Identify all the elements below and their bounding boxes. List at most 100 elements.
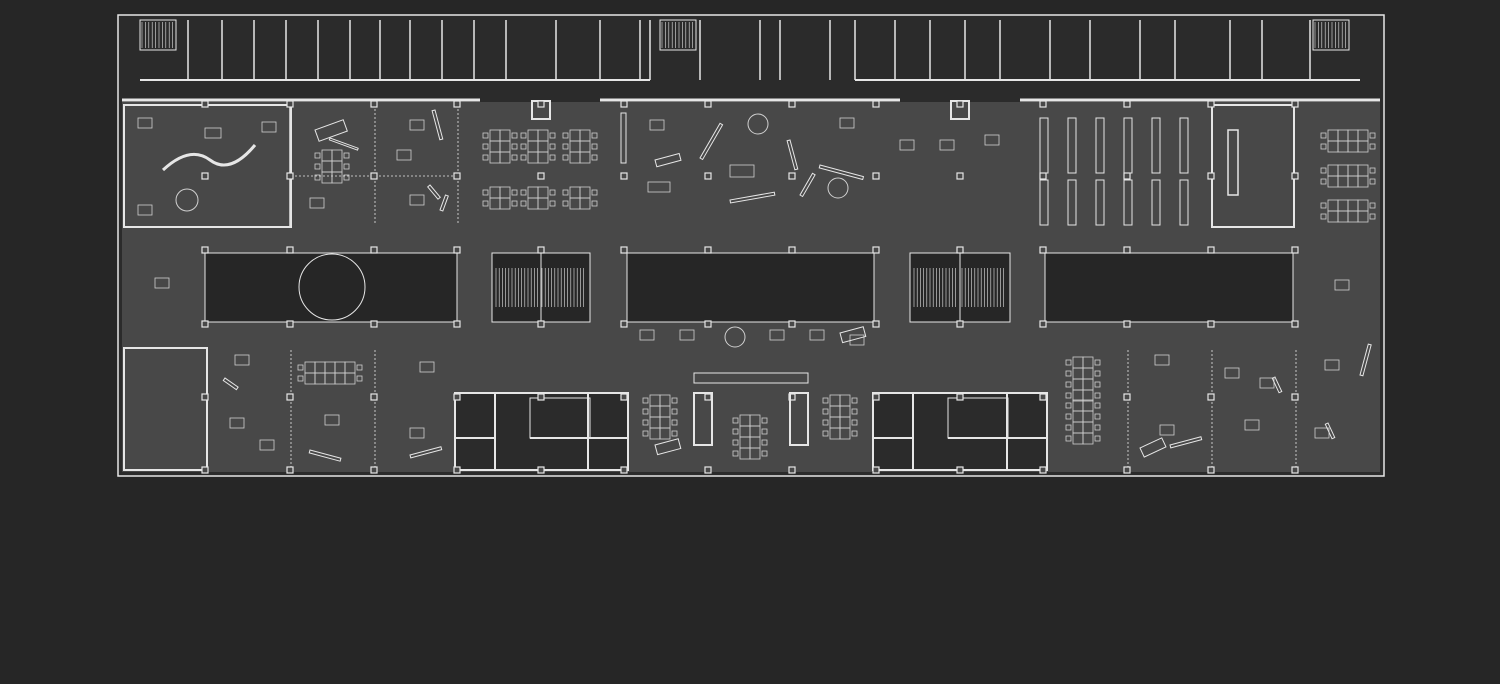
chair [314,163,321,170]
chair [343,174,350,181]
conference-table [344,372,356,385]
chair [761,450,768,457]
column [453,393,461,401]
column [1291,320,1299,328]
chair [343,152,350,159]
room [123,347,208,471]
column [704,466,712,474]
column [956,246,964,254]
chair [591,132,598,139]
column [537,246,545,254]
column [286,320,294,328]
column [1207,466,1215,474]
column [537,100,545,108]
column [872,172,880,180]
column [788,246,796,254]
bookshelf [1151,179,1161,226]
workstation [769,329,785,341]
columns [201,100,1299,474]
chair [356,364,363,371]
chair [671,408,678,415]
bookshelf [1179,117,1189,174]
chair [511,132,518,139]
partition-panel [799,172,816,198]
column [872,246,880,254]
column [788,100,796,108]
chair [732,439,739,446]
chair [1065,381,1072,388]
workstation [1324,359,1340,371]
column [453,466,461,474]
partition-panel [786,139,799,171]
atrium-void [1044,252,1294,323]
service-core [454,392,629,471]
chair [1065,392,1072,399]
chair [520,200,527,207]
column [872,100,880,108]
column [1123,320,1131,328]
chair [1320,178,1327,185]
chair [822,408,829,415]
column [370,246,378,254]
chair [1369,167,1376,174]
partition-panel [1271,376,1283,394]
column [956,100,964,108]
chair [1094,424,1101,431]
desk-cluster [579,197,591,210]
chair [671,419,678,426]
chair [591,154,598,161]
column [704,100,712,108]
chair [732,428,739,435]
column [1039,393,1047,401]
column [1123,393,1131,401]
column [704,246,712,254]
chair [1065,435,1072,442]
chair [549,200,556,207]
column [537,320,545,328]
bookshelf [1067,117,1077,174]
workstation [137,204,153,216]
chair [562,143,569,150]
column [704,172,712,180]
chair [482,154,489,161]
column [370,100,378,108]
column [620,100,628,108]
workstation [419,361,435,373]
chair [1369,178,1376,185]
desk-cluster [537,151,549,164]
chair [511,154,518,161]
bookshelf [1095,117,1105,174]
column [370,172,378,180]
column [286,100,294,108]
chair [1065,424,1072,431]
partition-panel [1324,422,1336,440]
workstation [229,417,245,429]
chair [671,430,678,437]
partition-panel [729,191,776,204]
workstation [939,139,955,151]
chair [1320,167,1327,174]
chair [1320,132,1327,139]
chair [1094,435,1101,442]
column [1123,466,1131,474]
workstation [234,354,250,366]
workstation [396,149,412,161]
partition-panel [426,184,441,200]
workstation [259,439,275,451]
desk-cluster [839,427,851,440]
chair [297,364,304,371]
chair [343,163,350,170]
desk-cluster [1357,175,1369,188]
column [1123,246,1131,254]
column [453,100,461,108]
column [1291,393,1299,401]
wall-segment [1227,129,1239,196]
partition-panel [439,194,449,212]
column [1123,172,1131,180]
workstation [409,194,425,206]
column [1039,100,1047,108]
round-table [724,326,746,348]
chair [591,200,598,207]
column [453,172,461,180]
chair [1094,381,1101,388]
